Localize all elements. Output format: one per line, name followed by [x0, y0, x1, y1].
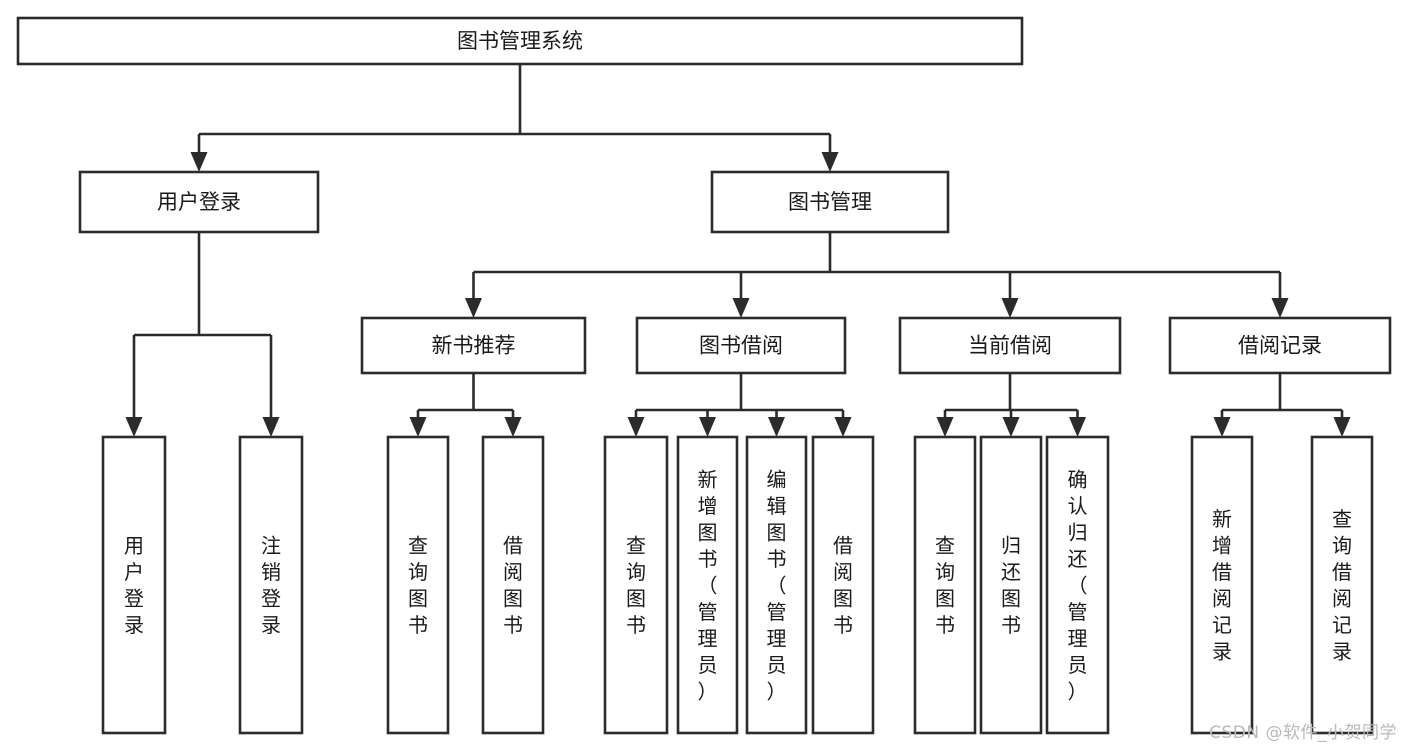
- node-leaf-borrow-book[interactable]: 借阅图书: [811, 435, 875, 735]
- node-leaf-edit-book[interactable]: 编辑图书（管理员）: [745, 435, 808, 735]
- arrow-head-icon: [936, 417, 954, 437]
- node-root[interactable]: 图书管理系统: [16, 16, 1024, 66]
- node-box-leaf-borrow-book-rec: [481, 435, 545, 735]
- node-user-login[interactable]: 用户登录: [78, 170, 320, 234]
- arrow-head-icon: [1333, 417, 1351, 437]
- node-box-leaf-borrow-book: [811, 435, 875, 735]
- node-box-leaf-query-book-borrow: [603, 435, 669, 735]
- node-box-leaf-add-book: [676, 435, 739, 735]
- node-leaf-query-book-borrow[interactable]: 查询图书: [603, 435, 669, 735]
- node-box-current-borrow: [898, 316, 1122, 375]
- node-borrow-record[interactable]: 借阅记录: [1168, 316, 1392, 375]
- node-box-root: [16, 16, 1024, 66]
- arrow-head-icon: [834, 417, 852, 437]
- node-label-book-management: 图书管理: [788, 190, 872, 214]
- connectors-layer: [125, 64, 1351, 437]
- node-leaf-borrow-book-rec[interactable]: 借阅图书: [481, 435, 545, 735]
- node-label-new-book-recommend: 新书推荐: [432, 334, 516, 358]
- node-box-new-book-recommend: [360, 316, 587, 375]
- node-label-leaf-query-book-rec: 查询图书: [408, 534, 428, 638]
- node-label-leaf-query-borrow-record: 查询借阅记录: [1332, 507, 1352, 664]
- arrow-head-icon: [465, 298, 482, 318]
- node-leaf-user-login[interactable]: 用户登录: [101, 435, 167, 735]
- node-leaf-logout[interactable]: 注销登录: [238, 435, 304, 735]
- node-book-borrow[interactable]: 图书借阅: [635, 316, 847, 375]
- arrow-head-icon: [768, 417, 785, 437]
- arrow-head-icon: [627, 417, 645, 437]
- node-label-leaf-add-book: 新增图书（管理员）: [698, 467, 718, 703]
- node-label-user-login: 用户登录: [157, 190, 241, 214]
- node-leaf-add-borrow-record[interactable]: 新增借阅记录: [1190, 435, 1254, 735]
- node-label-leaf-logout: 注销登录: [261, 534, 281, 638]
- node-label-leaf-confirm-return: 确认归还（管理员）: [1068, 467, 1088, 703]
- node-box-leaf-user-login: [101, 435, 167, 735]
- node-label-leaf-borrow-book-rec: 借阅图书: [503, 534, 523, 638]
- node-new-book-recommend[interactable]: 新书推荐: [360, 316, 587, 375]
- node-leaf-confirm-return[interactable]: 确认归还（管理员）: [1045, 435, 1110, 735]
- node-book-management[interactable]: 图书管理: [710, 170, 950, 234]
- node-box-user-login: [78, 170, 320, 234]
- node-label-leaf-query-book-current: 查询图书: [935, 534, 955, 638]
- node-label-leaf-add-borrow-record: 新增借阅记录: [1212, 507, 1232, 664]
- arrow-head-icon: [1213, 417, 1231, 437]
- node-box-leaf-return-book: [979, 435, 1043, 735]
- arrow-head-icon: [732, 298, 750, 318]
- node-box-leaf-query-book-current: [913, 435, 977, 735]
- node-leaf-query-book-current[interactable]: 查询图书: [913, 435, 977, 735]
- arrow-head-icon: [1069, 417, 1086, 437]
- node-box-leaf-confirm-return: [1045, 435, 1110, 735]
- node-box-leaf-query-borrow-record: [1310, 435, 1374, 735]
- arrow-head-icon: [1001, 298, 1019, 318]
- arrow-head-icon: [821, 152, 839, 172]
- csdn-watermark: CSDN @软件_小贺同学: [1209, 723, 1397, 743]
- arrow-head-icon: [1002, 417, 1020, 437]
- node-label-leaf-user-login: 用户登录: [124, 534, 144, 638]
- arrow-head-icon: [699, 417, 716, 437]
- node-box-leaf-logout: [238, 435, 304, 735]
- node-leaf-return-book[interactable]: 归还图书: [979, 435, 1043, 735]
- arrow-head-icon: [409, 417, 427, 437]
- arrow-head-icon: [504, 417, 522, 437]
- node-label-leaf-query-book-borrow: 查询图书: [626, 534, 646, 638]
- node-box-leaf-query-book-rec: [386, 435, 450, 735]
- arrow-head-icon: [190, 152, 208, 172]
- arrow-head-icon: [1271, 298, 1289, 318]
- node-label-leaf-borrow-book: 借阅图书: [833, 534, 853, 638]
- arrow-head-icon: [262, 417, 280, 437]
- node-current-borrow[interactable]: 当前借阅: [898, 316, 1122, 375]
- node-box-borrow-record: [1168, 316, 1392, 375]
- node-label-leaf-edit-book: 编辑图书（管理员）: [767, 467, 787, 703]
- node-box-leaf-edit-book: [745, 435, 808, 735]
- arrow-head-icon: [125, 417, 143, 437]
- node-box-leaf-add-borrow-record: [1190, 435, 1254, 735]
- node-label-book-borrow: 图书借阅: [699, 334, 783, 358]
- node-leaf-query-borrow-record[interactable]: 查询借阅记录: [1310, 435, 1374, 735]
- node-box-book-management: [710, 170, 950, 234]
- node-label-leaf-return-book: 归还图书: [1001, 534, 1021, 638]
- node-leaf-add-book[interactable]: 新增图书（管理员）: [676, 435, 739, 735]
- node-box-book-borrow: [635, 316, 847, 375]
- nodes-layer: 图书管理系统用户登录图书管理新书推荐图书借阅当前借阅借阅记录用户登录注销登录查询…: [16, 16, 1392, 735]
- node-label-borrow-record: 借阅记录: [1238, 334, 1322, 358]
- node-label-root: 图书管理系统: [457, 29, 583, 53]
- node-label-current-borrow: 当前借阅: [968, 334, 1052, 358]
- node-leaf-query-book-rec[interactable]: 查询图书: [386, 435, 450, 735]
